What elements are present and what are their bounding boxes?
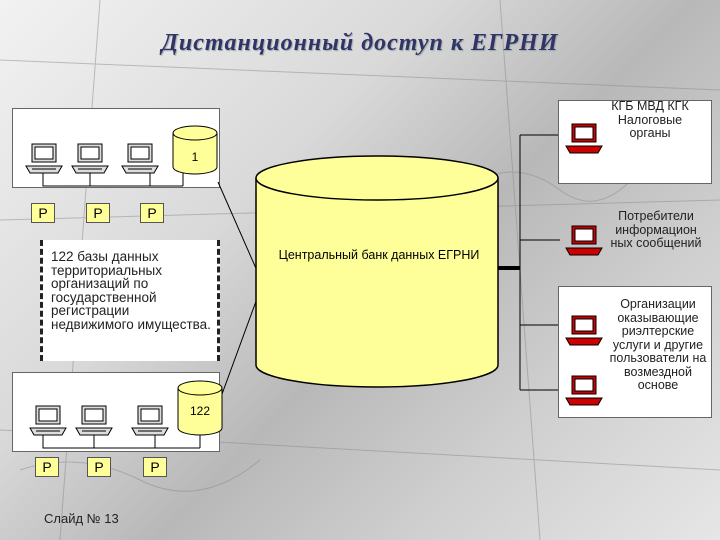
database-number-bottom: 122: [189, 404, 211, 418]
database-icon: [172, 125, 218, 175]
computer-icon: [565, 375, 603, 406]
p-label: Р: [87, 457, 111, 477]
p-label: Р: [31, 203, 55, 223]
database-number-top: 1: [191, 150, 199, 164]
p-label: Р: [140, 203, 164, 223]
computer-icon: [131, 405, 169, 436]
computer-icon: [565, 225, 603, 256]
consumer-info-label: Потребители информацион ных сообщений: [610, 209, 702, 250]
p-label: Р: [35, 457, 59, 477]
p-label: Р: [143, 457, 167, 477]
consumer-organizations-label: Организации оказывающие риэлтерские услу…: [609, 297, 707, 392]
computer-icon: [29, 405, 67, 436]
central-database-label: Центральный банк данных ЕГРНИ: [278, 248, 480, 262]
database-icon: [177, 380, 223, 436]
computer-icon: [75, 405, 113, 436]
slide-number: Слайд № 13: [44, 511, 119, 526]
computer-icon: [71, 143, 109, 174]
consumer-agencies-label: КГБ МВД КГК Налоговые органы: [611, 99, 689, 140]
computer-icon: [565, 123, 603, 154]
p-label: Р: [86, 203, 110, 223]
computer-icon: [121, 143, 159, 174]
central-database-cylinder: [255, 155, 499, 388]
page-title: Дистанционный доступ к ЕГРНИ: [161, 30, 559, 56]
territorial-databases-note: 122 базы данных территориальных организа…: [40, 240, 220, 361]
consumer-box-organizations: [558, 286, 712, 418]
computer-icon: [565, 315, 603, 346]
computer-icon: [25, 143, 63, 174]
